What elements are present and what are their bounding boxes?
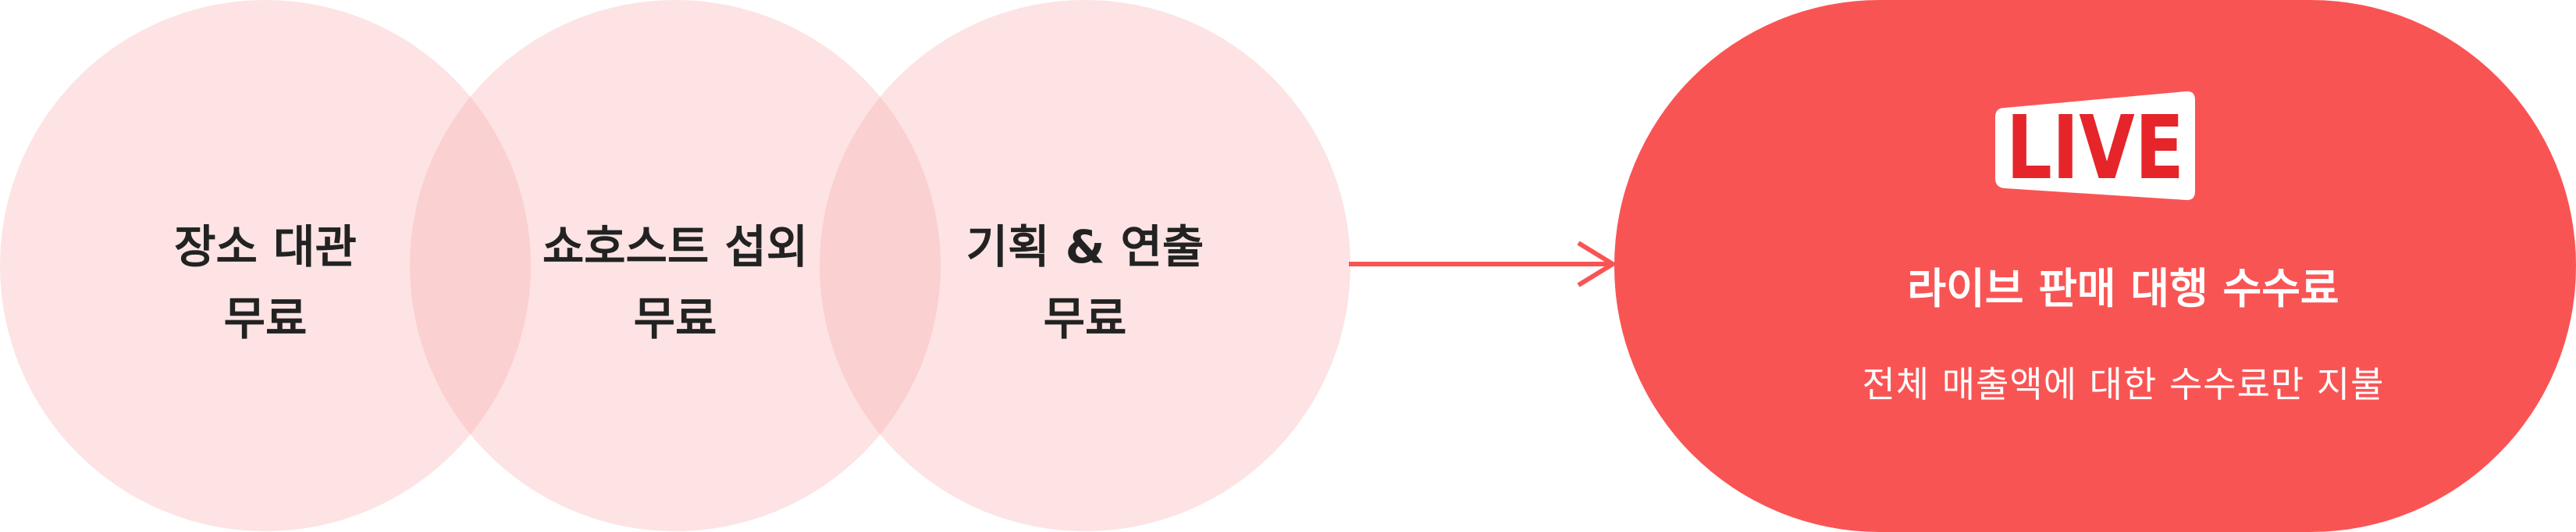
live-badge-icon: LIVE: [1995, 91, 2195, 201]
pill-title: 라이브 판매 대행 수수료: [1907, 264, 2339, 313]
circle-label-planning: 기획 & 연출 무료: [882, 218, 1288, 348]
circle-label-showhost: 쇼호스트 섭외 무료: [472, 218, 878, 348]
venue-label: 장소 대관: [174, 220, 357, 273]
showhost-free-label: 무료: [633, 292, 717, 345]
circle-label-venue: 장소 대관 무료: [62, 218, 468, 348]
live-badge-text: LIVE: [2006, 98, 2184, 199]
circle-showhost: [410, 0, 941, 531]
circle-venue: [0, 0, 531, 531]
fee-pill-text: 라이브 판매 대행 수수료 전체 매출액에 대한 수수료만 지불: [1616, 86, 2576, 408]
showhost-label: 쇼호스트 섭외: [542, 220, 809, 273]
venue-free-label: 무료: [223, 292, 308, 345]
circle-planning: [820, 0, 1350, 531]
arrow-right-icon: [1349, 241, 1617, 287]
pill-subtitle: 전체 매출액에 대한 수수료만 지불: [1862, 363, 2385, 405]
planning-free-label: 무료: [1043, 292, 1127, 345]
fee-pill: [1614, 0, 2576, 532]
planning-label: 기획 & 연출: [966, 220, 1204, 273]
